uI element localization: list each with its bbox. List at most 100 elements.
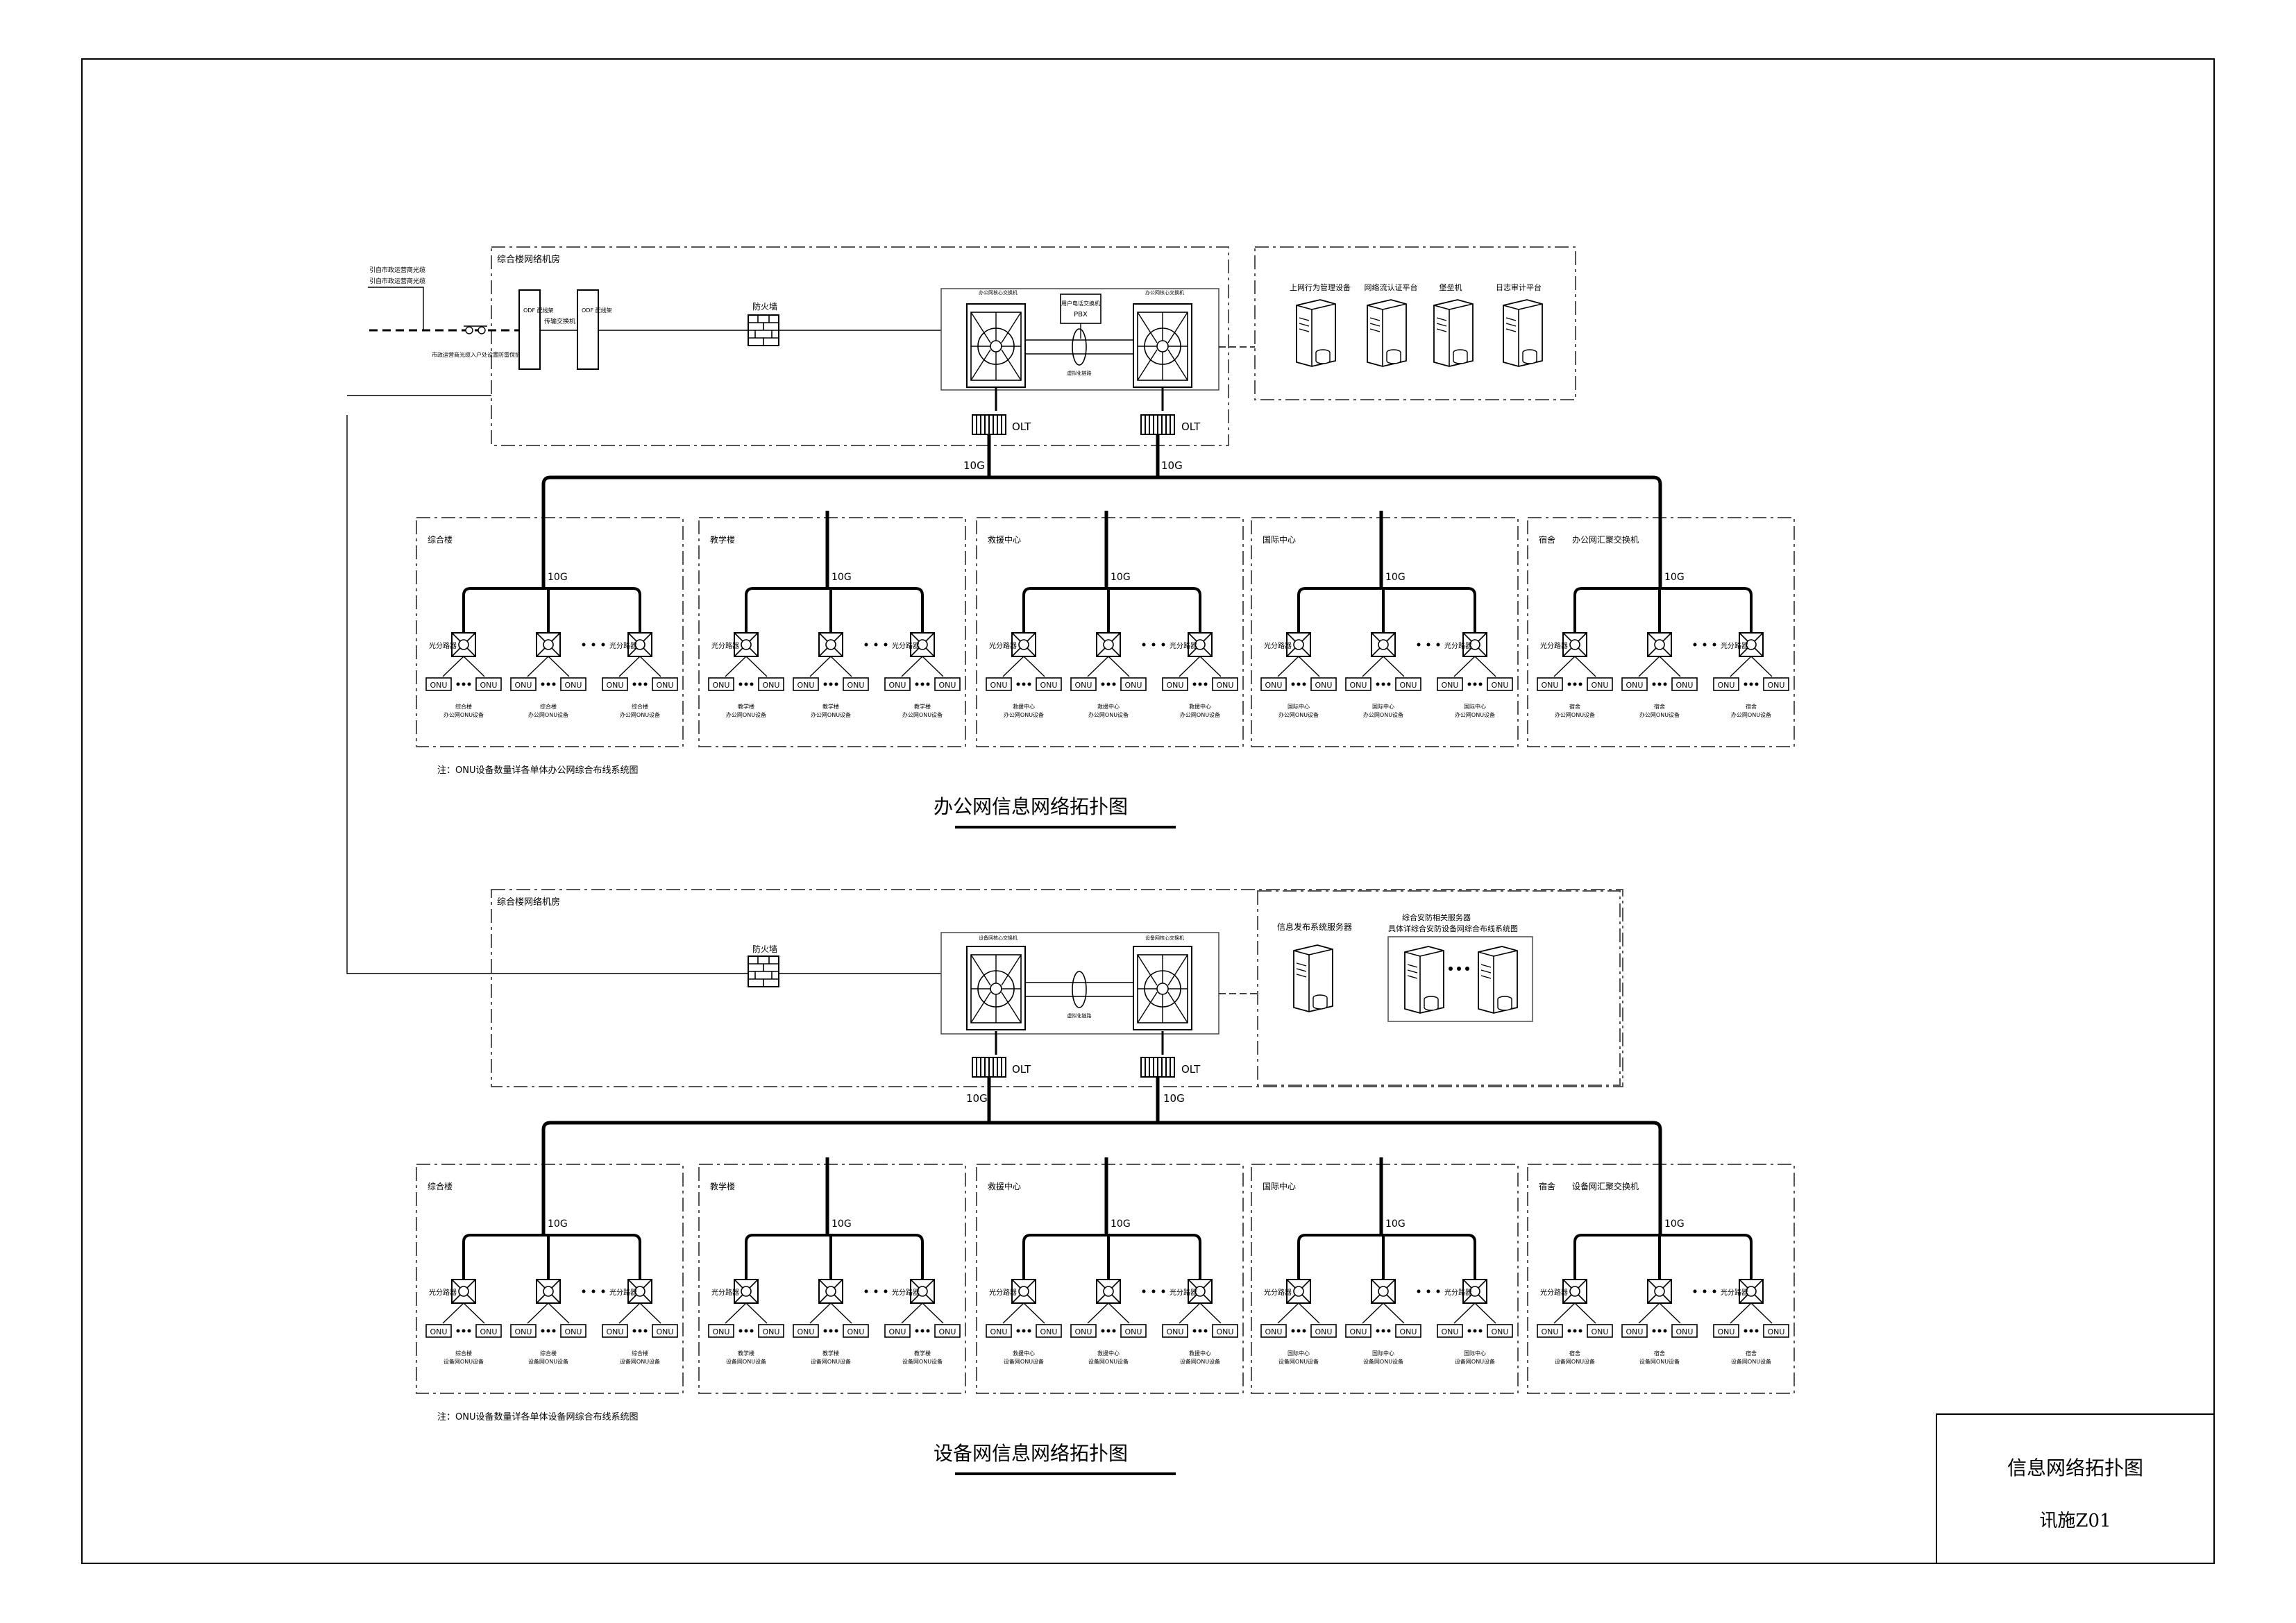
- device-onu-label: ONU: [713, 1327, 730, 1336]
- device-firewall-label: 防火墙: [752, 944, 777, 954]
- device-onu-box: [1260, 1324, 1287, 1338]
- device-building-uplink: 10G: [1664, 1218, 1685, 1230]
- device-onu-caption: 综合楼: [632, 1350, 648, 1357]
- office-onu-sub: 办公网ONU设备: [1180, 711, 1220, 718]
- office-splitter-label: 光分路器: [892, 641, 920, 650]
- office-splitter-label: 光分路器: [1170, 641, 1197, 650]
- device-splitter-label: 光分路器: [892, 1288, 920, 1297]
- device-onu-sub: 设备网ONU设备: [1455, 1358, 1495, 1365]
- device-onu-caption: 教学楼: [738, 1350, 754, 1357]
- device-splitter-label: 光分路器: [1721, 1288, 1748, 1297]
- device-onu-caption: 国际中心: [1464, 1350, 1486, 1357]
- device-onu-label: ONU: [1492, 1327, 1509, 1336]
- device-note: 注：ONU设备数量详各单体设备网综合布线系统图: [437, 1411, 638, 1422]
- office-onu-label: ONU: [1265, 681, 1283, 690]
- office-onu-box: [1212, 677, 1238, 691]
- office-onu-label: ONU: [797, 681, 815, 690]
- device-onu-label: ONU: [1040, 1327, 1058, 1336]
- device-onu-label: ONU: [889, 1327, 906, 1336]
- office-machine-room-frame: [491, 246, 1229, 446]
- office-splitter-icon: [818, 632, 843, 657]
- device-onu-box: [1713, 1324, 1739, 1338]
- office-ext-line-2: 引自市政运营商光缆: [369, 277, 425, 285]
- office-core-label-2: 办公网核心交换机: [1145, 289, 1184, 296]
- office-onu-box: [1621, 677, 1648, 691]
- device-onu-box: [560, 1324, 586, 1338]
- office-onu-box: [560, 677, 586, 691]
- device-onu-box: [652, 1324, 678, 1338]
- office-ext-line-1: 引自市政运营商光缆: [369, 266, 425, 274]
- office-onu-caption: 综合楼: [455, 703, 472, 710]
- office-onu-sub: 办公网ONU设备: [1004, 711, 1044, 718]
- office-onu-box: [652, 677, 678, 691]
- office-onu-box: [1070, 677, 1097, 691]
- office-onu-box: [602, 677, 628, 691]
- device-onu-caption: 国际中心: [1288, 1350, 1310, 1357]
- device-onu-label: ONU: [939, 1327, 956, 1336]
- device-splitter-icon: [1371, 1279, 1396, 1304]
- device-onu-box: [986, 1324, 1012, 1338]
- device-onu-label: ONU: [1265, 1327, 1283, 1336]
- device-building-name: 教学楼: [710, 1181, 735, 1191]
- office-building-name: 宿舍: [1539, 534, 1555, 545]
- office-onu-label: ONU: [1075, 681, 1092, 690]
- office-onu-sub: 办公网ONU设备: [1455, 711, 1495, 718]
- device-splitter-icon: [1096, 1279, 1121, 1304]
- office-core-switch-1-icon: [966, 303, 1026, 388]
- device-server-single-label: 信息发布系统服务器: [1277, 921, 1352, 932]
- office-core-label-1: 办公网核心交换机: [979, 289, 1018, 296]
- office-splitter-label: 光分路器: [711, 641, 739, 650]
- device-onu-caption: 宿舍: [1654, 1350, 1665, 1357]
- device-uplink-2-label: 10G: [1163, 1092, 1185, 1105]
- title-block-code: 讯施Z01: [2039, 1511, 2111, 1531]
- office-onu-box: [425, 677, 452, 691]
- office-building-frame: [698, 517, 966, 747]
- device-onu-sub: 设备网ONU设备: [620, 1358, 660, 1365]
- device-splitter-icon: [536, 1279, 561, 1304]
- office-splitter-label: 光分路器: [429, 641, 457, 650]
- office-onu-label: ONU: [657, 681, 674, 690]
- office-building-uplink: 10G: [832, 572, 852, 583]
- office-onu-label: ONU: [1626, 681, 1644, 690]
- office-server-label-1: 上网行为管理设备: [1290, 282, 1351, 292]
- office-onu-sub: 办公网ONU设备: [1363, 711, 1403, 718]
- device-building-frame: [1251, 1164, 1519, 1394]
- office-onu-label: ONU: [1768, 681, 1785, 690]
- device-machine-room-frame: [491, 889, 1623, 1087]
- office-splitter-label: 光分路器: [609, 641, 637, 650]
- office-onu-box: [1310, 677, 1337, 691]
- device-splitter-label: 光分路器: [1170, 1288, 1197, 1297]
- office-onu-caption: 综合楼: [540, 703, 557, 710]
- office-server-3-icon: [1433, 299, 1474, 367]
- device-onu-label: ONU: [1676, 1327, 1694, 1336]
- office-uplink-1-label: 10G: [963, 459, 985, 472]
- title-block-title: 信息网络拓扑图: [2007, 1456, 2143, 1479]
- office-onu-caption: 救援中心: [1097, 703, 1120, 710]
- office-olt-1-icon: [972, 414, 1006, 435]
- office-splitter-label: 光分路器: [1540, 641, 1568, 650]
- device-onu-box: [1395, 1324, 1421, 1338]
- device-onu-label: ONU: [1542, 1327, 1559, 1336]
- device-onu-label: ONU: [480, 1327, 498, 1336]
- sheet-border: [81, 58, 2215, 1564]
- office-onu-label: ONU: [1492, 681, 1509, 690]
- device-onu-label: ONU: [515, 1327, 532, 1336]
- office-building-name: 国际中心: [1263, 534, 1296, 545]
- device-onu-caption: 教学楼: [914, 1350, 931, 1357]
- office-building-uplink: 10G: [548, 572, 568, 583]
- office-server-frame: [1254, 246, 1576, 400]
- office-splitter-icon: [1096, 632, 1121, 657]
- device-splitter-label: 光分路器: [989, 1288, 1017, 1297]
- transfer-switch-label: 传输交换机: [544, 317, 575, 325]
- office-onu-box: [510, 677, 537, 691]
- device-onu-sub: 设备网ONU设备: [1639, 1358, 1680, 1365]
- device-onu-label: ONU: [1400, 1327, 1417, 1336]
- office-onu-label: ONU: [1217, 681, 1234, 690]
- device-onu-label: ONU: [1626, 1327, 1644, 1336]
- office-building-name: 救援中心: [988, 534, 1021, 545]
- device-onu-box: [1212, 1324, 1238, 1338]
- device-splitter-label: 光分路器: [1444, 1288, 1472, 1297]
- device-building-frame: [416, 1164, 684, 1394]
- office-server-label-4: 日志审计平台: [1496, 282, 1542, 292]
